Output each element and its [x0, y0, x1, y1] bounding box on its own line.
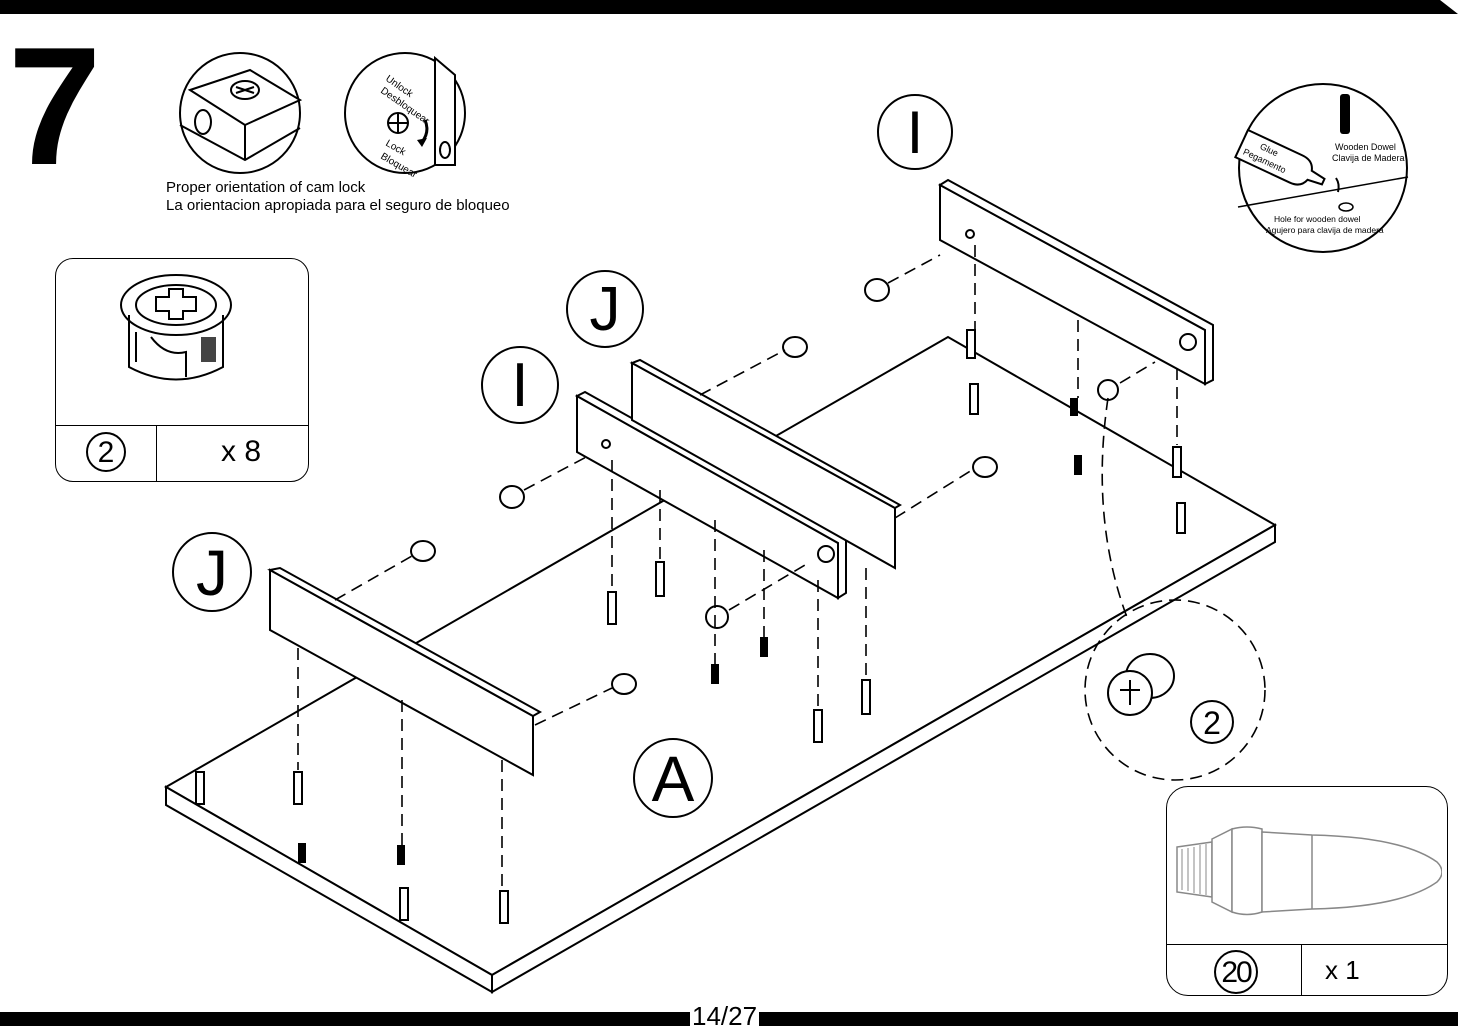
label-zoom-part: 2 [1190, 700, 1234, 744]
label-end-front: J [172, 532, 252, 612]
rail-back [940, 180, 1213, 384]
label-rail-back: I [877, 94, 953, 170]
zoom-cam-lock [1108, 654, 1174, 715]
label-rail-front: I [481, 346, 559, 424]
label-base: A [633, 738, 713, 818]
page-number: 14/27 [690, 1003, 759, 1029]
label-end-back: J [566, 270, 644, 348]
